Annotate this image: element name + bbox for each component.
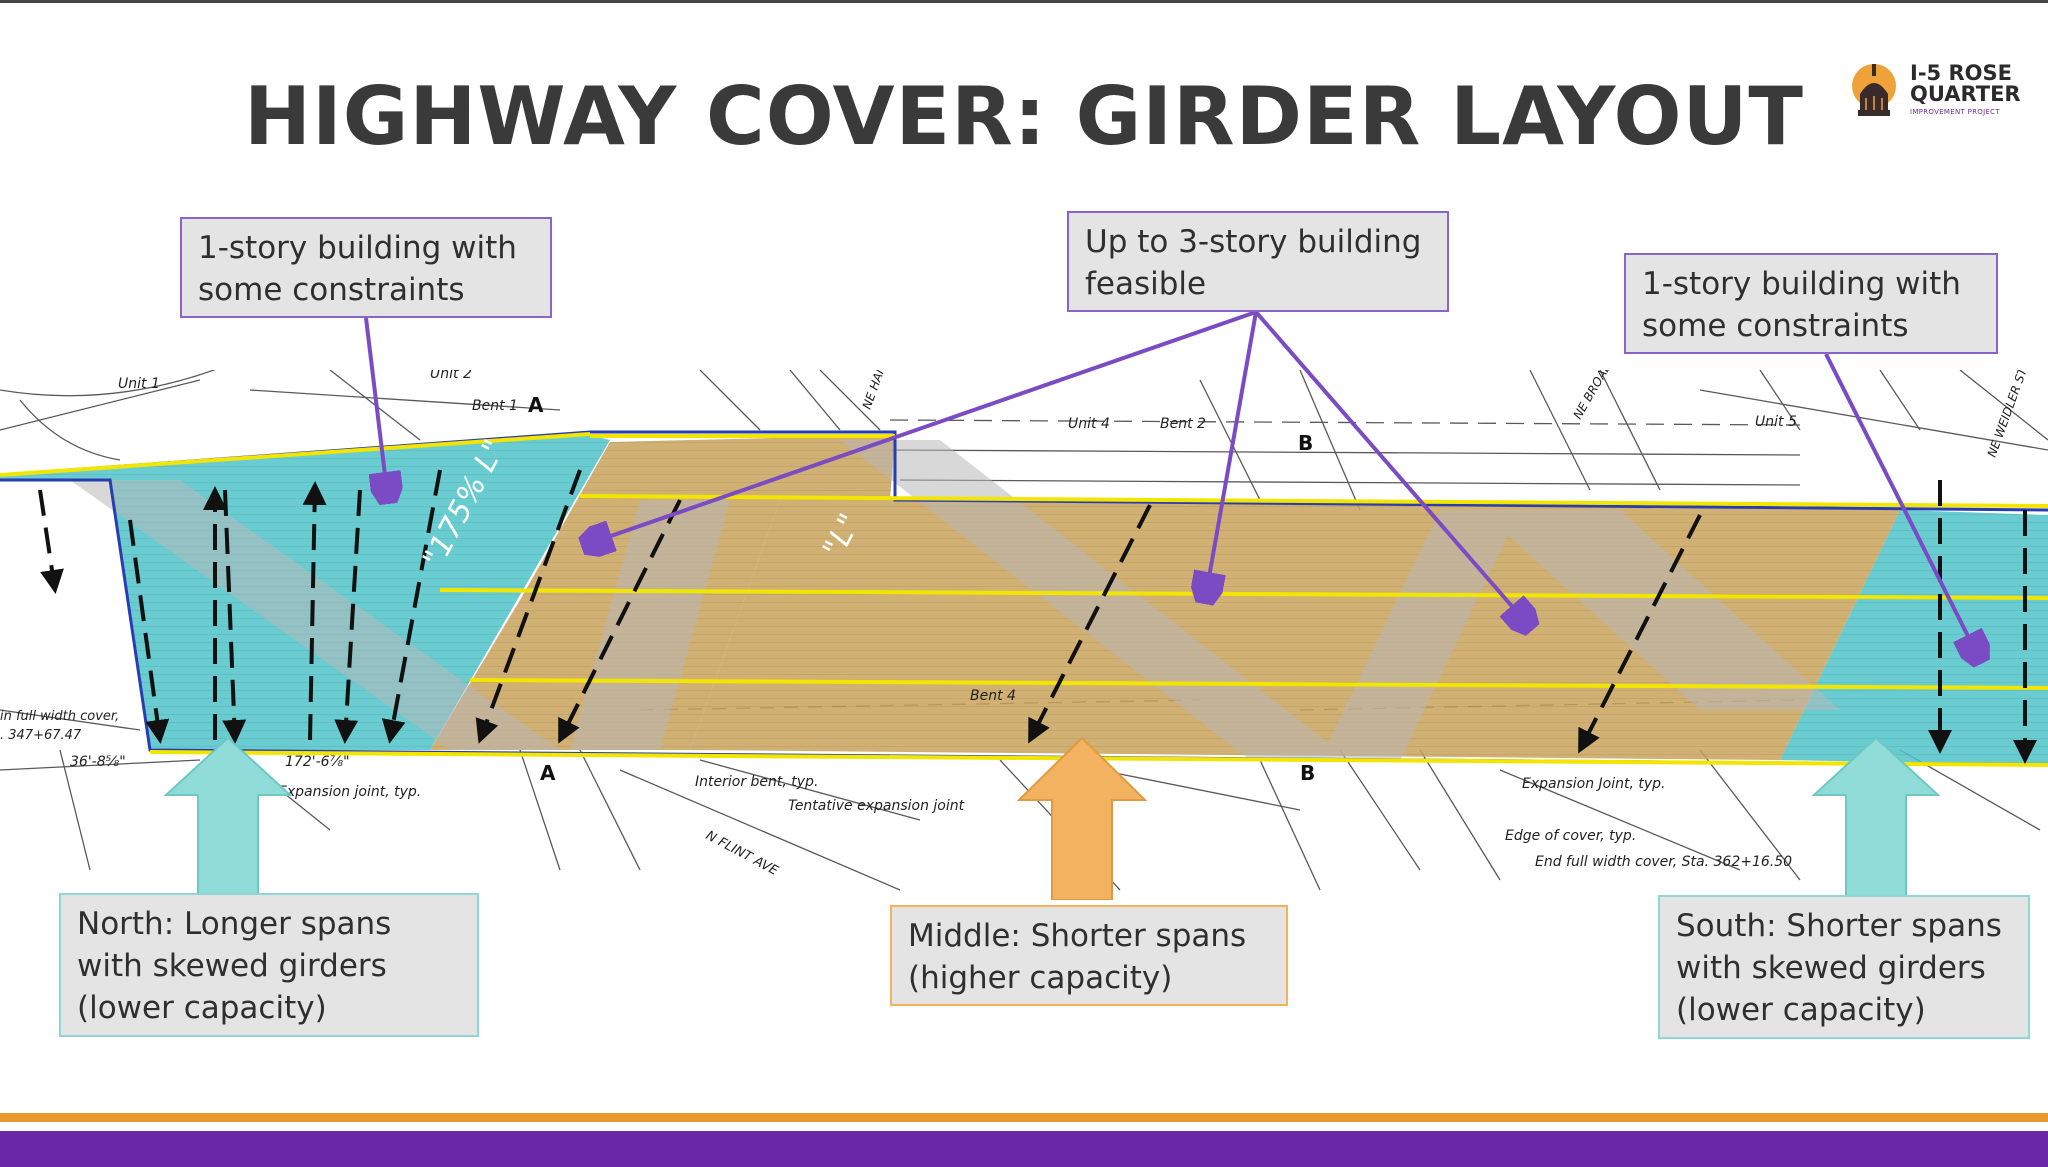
label-ne-hancock: NE HANC xyxy=(860,370,892,411)
project-logo: I-5 ROSE QUARTER IMPROVEMENT PROJECT xyxy=(1852,58,2022,120)
callout-middle-top: Up to 3-story building feasible xyxy=(1067,211,1449,312)
top-rule xyxy=(0,0,2048,3)
label-bent4: Bent 4 xyxy=(970,688,1016,704)
section-a-bottom: A xyxy=(540,761,556,785)
dome-icon xyxy=(1852,64,1896,116)
label-end-cover: End full width cover, Sta. 362+16.50 xyxy=(1535,854,1792,870)
label-begin-cover: in full width cover, xyxy=(0,709,119,724)
section-a-top: A xyxy=(528,393,544,417)
girder-plan-drawing: Unit 1 Unit 2 Unit 4 Unit 5 Bent 1 Bent … xyxy=(0,370,2048,900)
label-dim1: 36'-8⅝" xyxy=(70,754,126,770)
label-expansion-joint: Expansion joint, typ. xyxy=(278,784,421,800)
callout-south-bottom: South: Shorter spans with skewed girders… xyxy=(1658,895,2030,1039)
label-unit2: Unit 2 xyxy=(430,370,472,382)
logo-line1: I-5 ROSE xyxy=(1910,61,2012,85)
label-edge-cover: Edge of cover, typ. xyxy=(1505,828,1636,844)
label-interior-bent: Interior bent, typ. xyxy=(695,774,818,790)
label-expansion-joint-2: Expansion Joint, typ. xyxy=(1522,776,1666,792)
callout-north-bottom: North: Longer spans with skewed girders … xyxy=(59,893,479,1037)
callout-north-top: 1-story building with some constraints xyxy=(180,217,552,318)
label-unit5: Unit 5 xyxy=(1755,414,1797,430)
label-unit1: Unit 1 xyxy=(118,376,160,392)
middle-pointer-arrow xyxy=(1016,736,1148,900)
label-bent1: Bent 1 xyxy=(472,398,518,414)
logo-line3: IMPROVEMENT PROJECT xyxy=(1910,108,2000,116)
section-b-top: B xyxy=(1298,431,1313,455)
label-unit4: Unit 4 xyxy=(1068,416,1110,432)
slide-title: HIGHWAY COVER: GIRDER LAYOUT xyxy=(244,70,1804,163)
callout-middle-bottom: Middle: Shorter spans (higher capacity) xyxy=(890,905,1288,1006)
south-pointer-arrow xyxy=(1811,736,1941,900)
label-n-flint: N FLINT AVE xyxy=(703,828,781,879)
section-b-bottom: B xyxy=(1300,761,1315,785)
logo-line2: QUARTER xyxy=(1910,82,2021,106)
footer-orange-band xyxy=(0,1113,2048,1122)
label-tentative-joint: Tentative expansion joint xyxy=(788,798,965,814)
label-begin-sta: . 347+67.47 xyxy=(0,728,82,743)
label-bent2: Bent 2 xyxy=(1160,416,1206,432)
label-dim2: 172'-6⅞" xyxy=(285,754,350,770)
callout-south-top: 1-story building with some constraints xyxy=(1624,253,1998,354)
footer-purple-band xyxy=(0,1131,2048,1167)
north-pointer-arrow xyxy=(163,736,293,900)
